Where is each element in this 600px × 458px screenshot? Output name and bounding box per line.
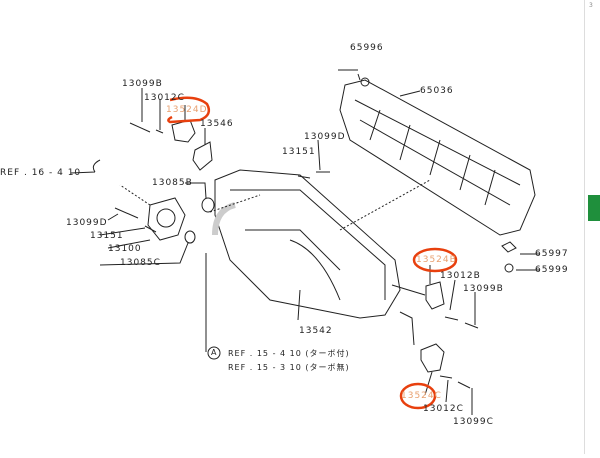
label-13524B: 13524B (416, 255, 457, 265)
label-13085B: 13085B (152, 178, 193, 188)
ref-a-marker (207, 346, 221, 360)
label-65999: 65999 (535, 265, 569, 275)
label-13012B: 13012B (440, 271, 481, 281)
label-13151: 13151 (282, 147, 316, 157)
label-ref-15-310: REF . 15 - 3 10 (ターボ無) (228, 363, 350, 372)
label-13151-left: 13151 (90, 231, 124, 241)
highlight-circle-13524D (167, 96, 211, 124)
bracket-13546 (192, 141, 213, 171)
label-13542: 13542 (299, 326, 333, 336)
label-13099B-right: 13099B (463, 284, 504, 294)
ref-a-letter: A (211, 348, 217, 357)
label-65036: 65036 (420, 86, 454, 96)
nut-65996 (360, 77, 370, 87)
gasket-13085C (184, 230, 196, 244)
label-ref-15-410: REF . 15 - 4 10 (ターボ付) (228, 349, 350, 358)
parts-diagram: 65996 65036 13099B 13012C 13524D 13546 1… (0, 43, 569, 427)
clip-65997 (501, 241, 517, 253)
clip-65999 (504, 263, 514, 273)
label-ref-16-410: REF . 16 - 4 10 (0, 168, 82, 178)
label-13546: 13546 (200, 119, 234, 129)
label-13099B: 13099B (122, 79, 163, 89)
label-65996: 65996 (350, 43, 384, 53)
highlight-circle-13524B (412, 247, 458, 273)
label-13012C-bottom: 13012C (423, 404, 464, 414)
label-13099D-left: 13099D (66, 218, 108, 228)
diagram-drawing (70, 69, 540, 415)
label-13099D: 13099D (304, 132, 346, 142)
label-13524D: 13524D (166, 105, 208, 115)
heat-shield-65036 (339, 79, 536, 236)
hanger-13524D (171, 119, 196, 143)
muffler-13542 (214, 169, 401, 319)
gasket-13085B (201, 197, 215, 213)
label-13099C: 13099C (453, 417, 494, 427)
hanger-13524C (420, 343, 445, 373)
side-panel: 3 (584, 0, 600, 454)
label-13012C: 13012C (144, 93, 185, 103)
label-13085C: 13085C (120, 258, 161, 268)
side-panel-number: 3 (589, 2, 593, 9)
highlight-circle-13524C (399, 382, 437, 410)
label-65997: 65997 (535, 249, 569, 259)
side-green-button[interactable] (588, 195, 600, 221)
hanger-13524B (425, 281, 445, 310)
flange-13100 (147, 197, 186, 241)
label-13524C: 13524C (401, 391, 442, 401)
label-13100: 13100 (108, 244, 142, 254)
